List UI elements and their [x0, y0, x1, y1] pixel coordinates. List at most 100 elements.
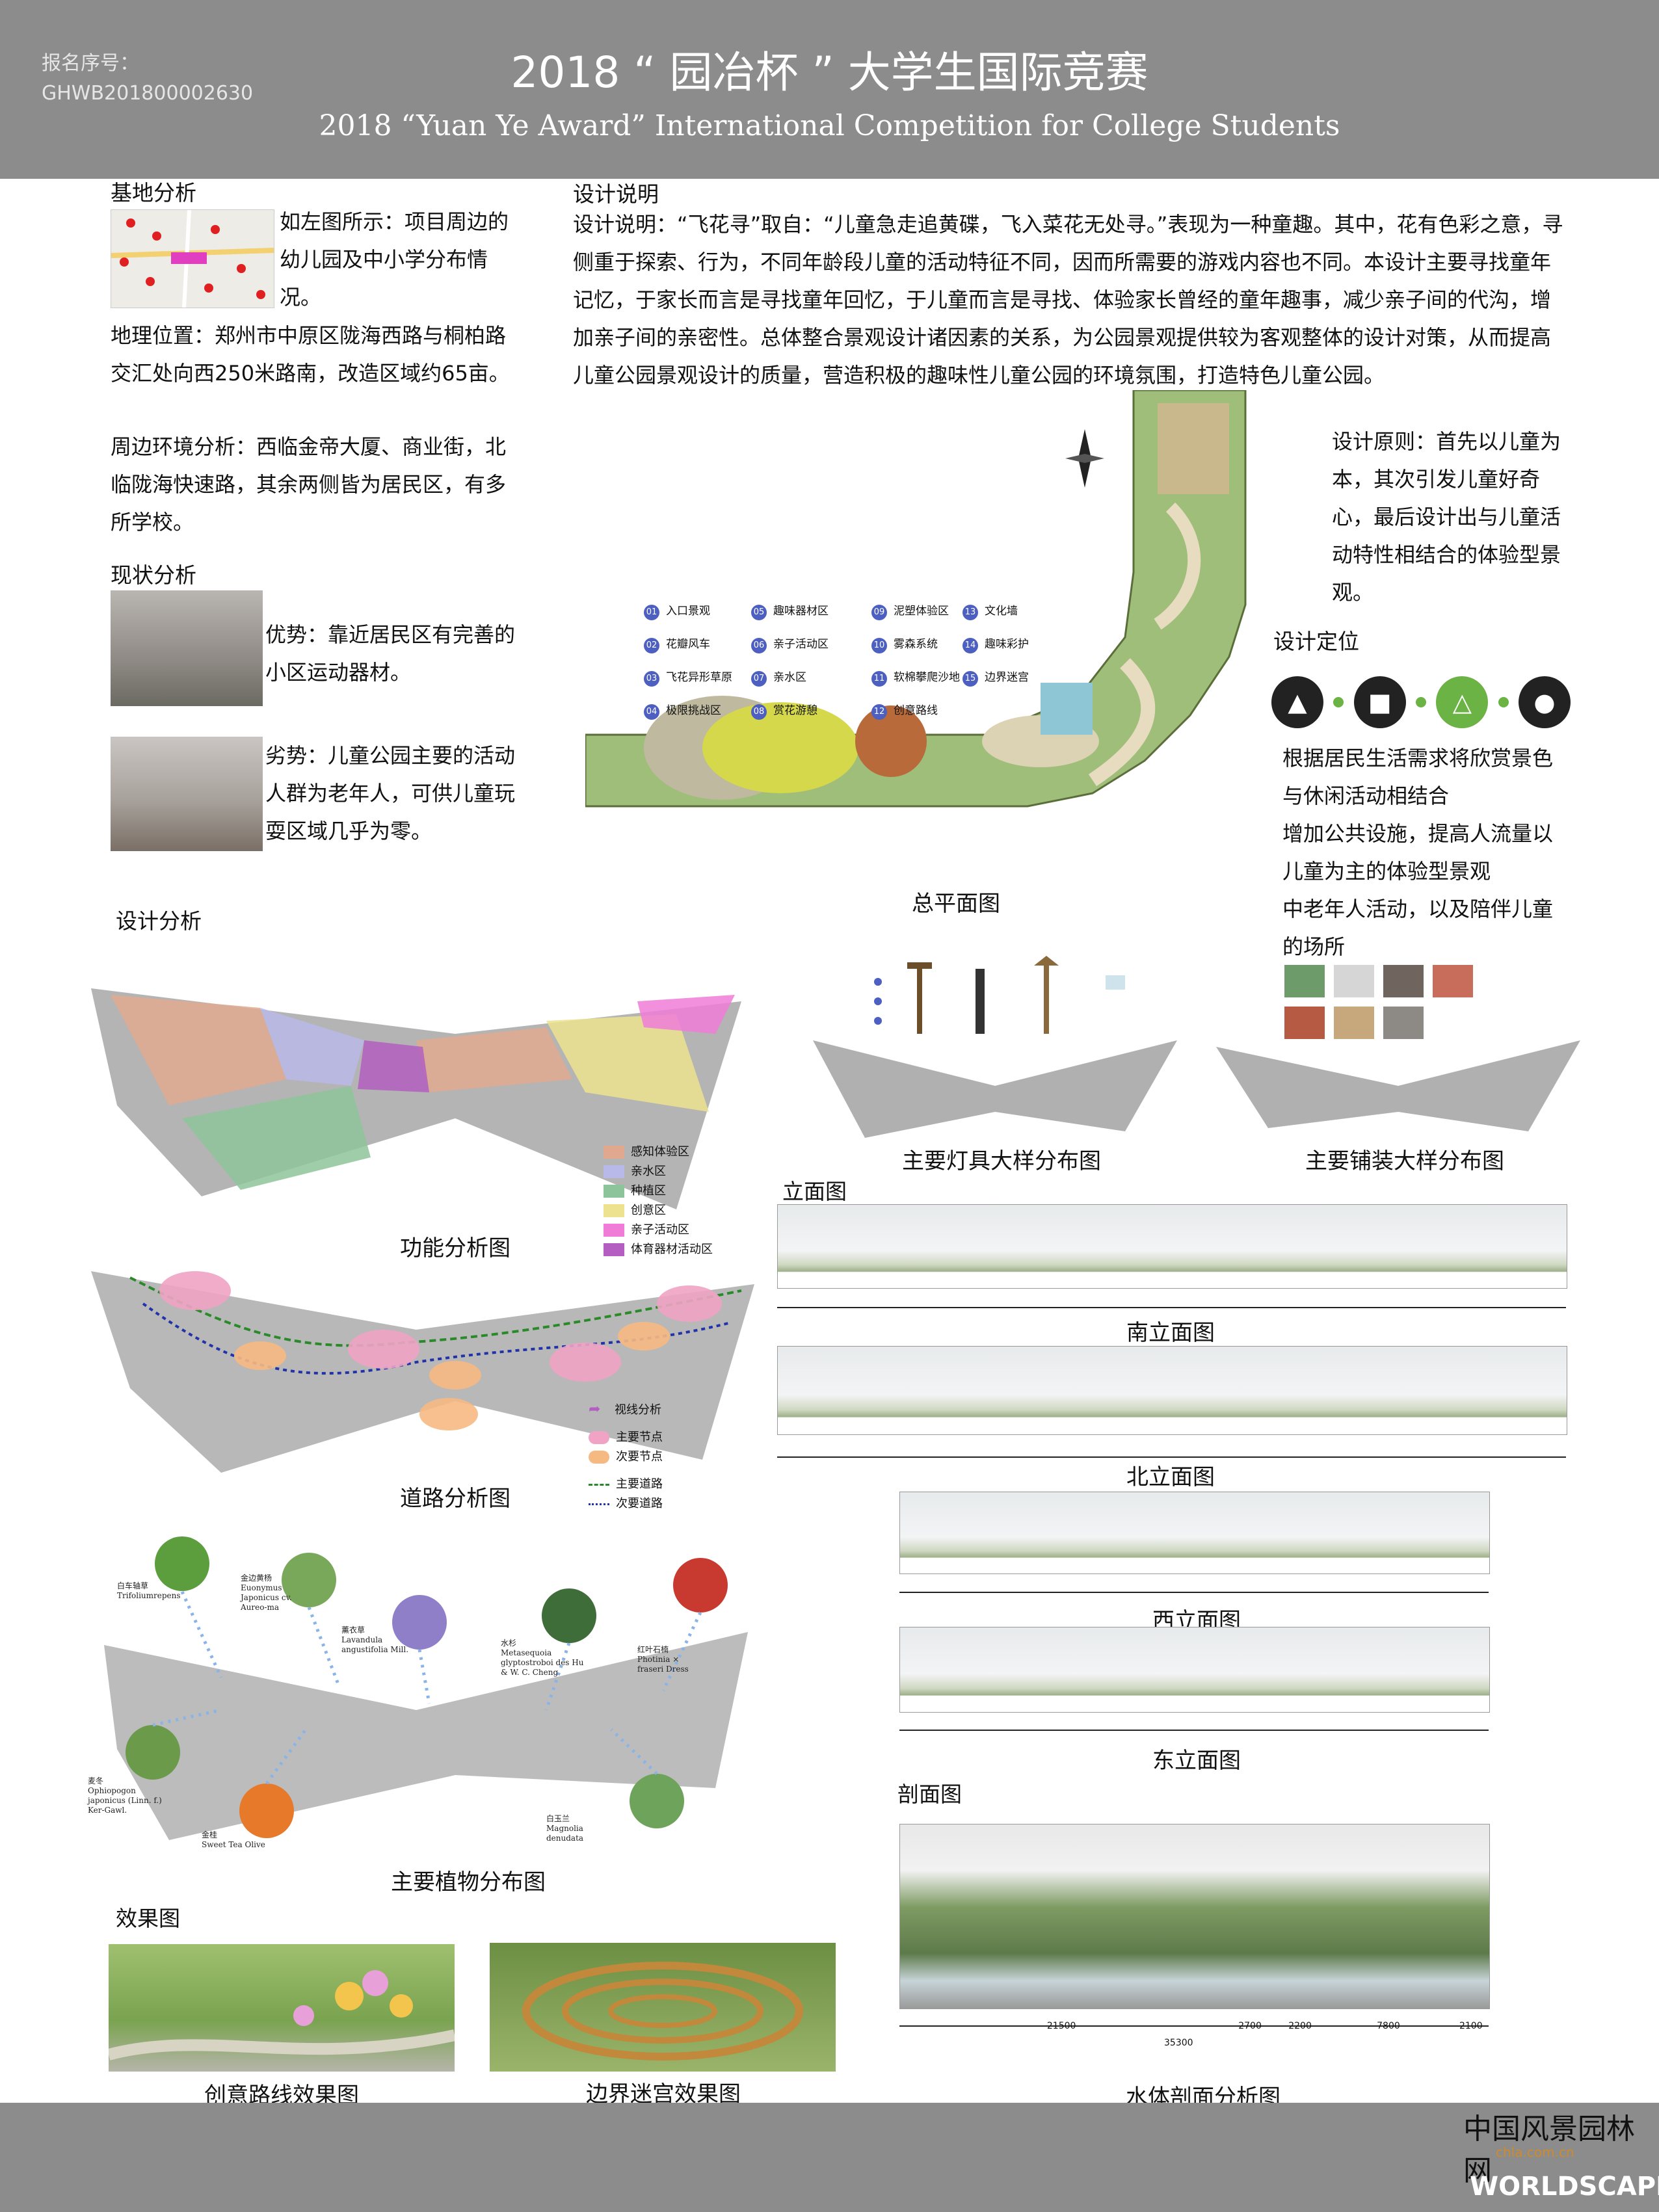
west-elevation: [899, 1492, 1490, 1574]
section-total: 35300: [1164, 2038, 1193, 2048]
sight-arrow-icon: ➦: [589, 1401, 601, 1417]
plant-caption: 主要植物分布图: [391, 1869, 546, 1895]
plan-legend-item: 09 泥塑体验区: [871, 601, 962, 620]
plan-legend-item: 04 极限挑战区: [644, 701, 751, 720]
function-legend-label: 亲水区: [631, 1165, 666, 1178]
shelter-icon: ■: [1353, 676, 1406, 728]
paving-swatches: [1284, 965, 1473, 1039]
legend-swatch: [604, 1185, 624, 1198]
plan-legend-number: 07: [751, 671, 767, 687]
renderings-title: 效果图: [116, 1906, 180, 1931]
legend-swatch: [604, 1204, 624, 1217]
positioning-item: 增加公共设施，提高人流量以儿童为主的体验型景观: [1282, 821, 1554, 884]
function-legend-item: 亲水区: [604, 1162, 713, 1181]
road-caption: 道路分析图: [400, 1486, 511, 1512]
status-analysis-title: 现状分析: [111, 562, 196, 588]
map-icon: [111, 209, 274, 308]
plan-legend-number: 03: [644, 671, 659, 687]
site-analysis-title: 基地分析: [111, 180, 196, 205]
status-photo-pro: [111, 590, 263, 706]
status-con-text: 劣势：儿童公园主要的活动人群为老年人，可供儿童玩耍区域几乎为零。: [265, 743, 516, 843]
function-legend-label: 创意区: [631, 1204, 666, 1217]
legend-swatch: [604, 1243, 624, 1256]
section-dim: 7800: [1377, 2021, 1400, 2031]
plan-legend-item: 12 创意路线: [871, 701, 962, 720]
site-geo-text: 地理位置：郑州市中原区陇海西路与桐柏路交汇处向西250米路南，改造区域约65亩。: [111, 323, 510, 386]
section-dim: 2200: [1288, 2021, 1312, 2031]
section-title: 剖面图: [897, 1782, 962, 1807]
positioning-item: 中老年人活动，以及陪伴儿童的场所: [1282, 897, 1554, 959]
master-plan-drawing: [584, 389, 1247, 808]
design-principle: 设计原则：首先以儿童为本，其次引发儿童好奇心，最后设计出与儿童活动特性相结合的体…: [1332, 429, 1561, 605]
plan-legend-label: 入口景观: [666, 605, 710, 618]
plan-legend-label: 飞花异形草原: [666, 671, 732, 684]
status-photo-con: [111, 737, 263, 851]
plan-legend-label: 雾森系统: [894, 638, 938, 651]
master-plan: [584, 389, 1255, 871]
plant-distribution-drawing: [104, 1536, 748, 1840]
site-map-image: [111, 209, 274, 308]
plan-legend-number: 04: [644, 704, 659, 720]
road-legend-item: 主要节点: [616, 1430, 663, 1444]
plan-legend-label: 极限挑战区: [666, 704, 721, 717]
east-elevation: [899, 1627, 1490, 1713]
plan-legend-number: 12: [871, 704, 887, 720]
plan-legend-label: 亲子活动区: [773, 638, 829, 651]
function-legend-item: 种植区: [604, 1181, 713, 1201]
function-legend: 感知体验区亲水区种植区创意区亲子活动区体育器材活动区: [604, 1142, 713, 1259]
site-env-text: 周边环境分析：西临金帝大厦、商业街，北临陇海快速路，其余两侧皆为居民区，有多所学…: [111, 434, 507, 534]
positioning-item: 根据居民生活需求将欣赏景色与休闲活动相结合: [1282, 746, 1554, 808]
plan-legend-label: 泥塑体验区: [894, 605, 949, 618]
plan-legend-number: 09: [871, 605, 887, 620]
watermark-cn: 中国风景园林网: [1463, 2113, 1635, 2187]
road-legend-item: 次要道路: [616, 1497, 663, 1510]
footer-bar: [0, 2103, 1659, 2212]
paving-caption: 主要铺装大样分布图: [1305, 1148, 1504, 1174]
worldscape-logo: WORLDSCAPE: [1470, 2172, 1659, 2202]
section-dim: 21500: [1046, 2021, 1076, 2031]
paving-distribution-drawing: [1216, 1040, 1580, 1131]
function-legend-item: 感知体验区: [604, 1142, 713, 1162]
plan-legend-label: 文化墙: [985, 605, 1018, 618]
plan-legend-label: 软棉攀爬沙地: [894, 671, 960, 684]
watermark-url: chla.com.cn: [1496, 2144, 1574, 2160]
site-map-caption: 如左图所示：项目周边的幼儿园及中小学分布情况。: [280, 209, 509, 309]
plan-legend-number: 08: [751, 704, 767, 720]
road-legend-item: 主要道路: [616, 1477, 663, 1491]
function-legend-label: 体育器材活动区: [631, 1243, 713, 1256]
section-dim: 2100: [1459, 2021, 1483, 2031]
lamp-distribution-drawing: [813, 956, 1177, 1138]
plan-legend-number: 02: [644, 638, 659, 653]
slide-icon: ▲: [1271, 676, 1323, 728]
plan-legend-number: 05: [751, 605, 767, 620]
water-section-drawing: [899, 1824, 1490, 2009]
plan-legend-label: 边界迷宫: [985, 671, 1029, 684]
legend-swatch: [604, 1165, 624, 1178]
lamp-caption: 主要灯具大样分布图: [902, 1148, 1101, 1174]
north-arrow-icon: [1065, 429, 1104, 488]
road-legend: ➦视线分析 主要节点 次要节点 主要道路 次要道路: [589, 1400, 745, 1514]
road-analysis-map: [91, 1265, 761, 1486]
elevations-title: 立面图: [782, 1179, 847, 1204]
function-analysis-drawing: [91, 988, 741, 1209]
plan-legend-item: 03 飞花异形草原: [644, 668, 751, 687]
page-title: 2018 “ 园冶杯 ” 大学生国际竞赛: [511, 47, 1148, 98]
plan-legend-label: 创意路线: [894, 704, 938, 717]
south-elevation-caption: 南立面图: [1126, 1320, 1215, 1346]
function-legend-item: 亲子活动区: [604, 1220, 713, 1240]
legend-swatch: [604, 1146, 624, 1159]
